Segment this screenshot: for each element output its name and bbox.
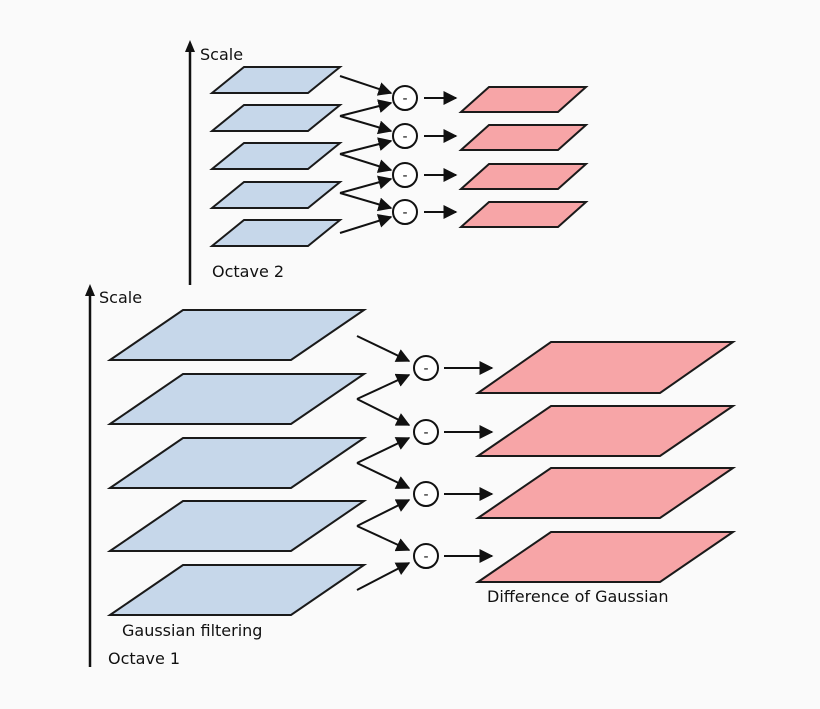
octave-1-gaussian-layer-3 [106,437,368,489]
arrow [339,175,393,194]
arrow [356,499,411,527]
subtract-symbol: - [423,487,428,503]
octave-2-scale-label: Scale [200,45,243,64]
octave-2-output-arrows [424,91,458,219]
octave-2-label: Octave 2 [212,262,284,281]
octave-1-group: Scale - - [85,284,737,668]
octave-1-label: Octave 1 [108,649,180,668]
arrow [339,75,393,96]
octave-1-subtract-ops: - - - - [413,355,439,569]
subtract-op: - [392,199,418,225]
octave-2-gaussian-layer-3 [209,142,343,170]
octave-1-input-arrows [356,335,411,591]
octave-1-gaussian-layer-4 [106,500,368,552]
octave-1-gaussian-layers [106,309,368,616]
octave-1-gaussian-layer-1 [106,309,368,361]
octave-2-gaussian-layer-4 [209,181,343,209]
octave-1-dog-layer-4 [474,531,737,583]
dog-label: Difference of Gaussian [487,587,668,606]
subtract-op: - [413,481,439,507]
subtract-op: - [413,543,439,569]
subtract-op: - [413,355,439,381]
octave-2-dog-layer-4 [458,201,589,228]
octave-1-scale-arrowhead [85,284,95,296]
arrow [339,192,393,212]
octave-2-subtract-ops: - - - - [392,85,418,225]
subtract-symbol: - [423,361,428,377]
octave-1-dog-layer-3 [474,467,737,519]
octave-1-gaussian-layer-5 [106,564,368,616]
octave-2-dog-layers [458,86,589,228]
arrow [356,562,411,591]
arrow [356,525,411,552]
gaussian-filtering-label: Gaussian filtering [122,621,262,640]
arrow [339,137,393,155]
subtract-symbol: - [423,425,428,441]
octave-2-scale-arrowhead [185,40,195,52]
octave-1-dog-layers [474,341,737,583]
arrow [339,115,393,135]
subtract-symbol: - [402,205,407,221]
arrow [356,373,411,400]
subtract-op: - [413,419,439,445]
octave-1-dog-layer-2 [474,405,737,457]
arrow [356,437,411,464]
subtract-symbol: - [423,549,428,565]
octave-2-dog-layer-2 [458,124,589,151]
octave-2-input-arrows [339,75,393,234]
octave-1-dog-layer-1 [474,341,737,394]
subtract-op: - [392,85,418,111]
arrow [339,153,393,173]
arrow [339,99,393,117]
arrow [339,214,393,234]
octave-1-scale-label: Scale [99,288,142,307]
octave-2-gaussian-layer-5 [209,219,343,247]
subtract-symbol: - [402,168,407,184]
octave-2-group: Scale - - [185,40,589,285]
octave-2-dog-layer-1 [458,86,589,113]
octave-2-gaussian-layers [209,66,343,247]
subtract-op: - [392,123,418,149]
arrow [356,398,411,426]
octave-1-output-arrows [444,361,494,563]
octave-2-gaussian-layer-1 [209,66,343,94]
subtract-symbol: - [402,91,407,107]
subtract-symbol: - [402,129,407,145]
octave-1-gaussian-layer-2 [106,373,368,425]
octave-2-dog-layer-3 [458,163,589,190]
arrow [356,462,411,489]
octave-2-gaussian-layer-2 [209,104,343,132]
arrow [356,335,411,362]
subtract-op: - [392,162,418,188]
